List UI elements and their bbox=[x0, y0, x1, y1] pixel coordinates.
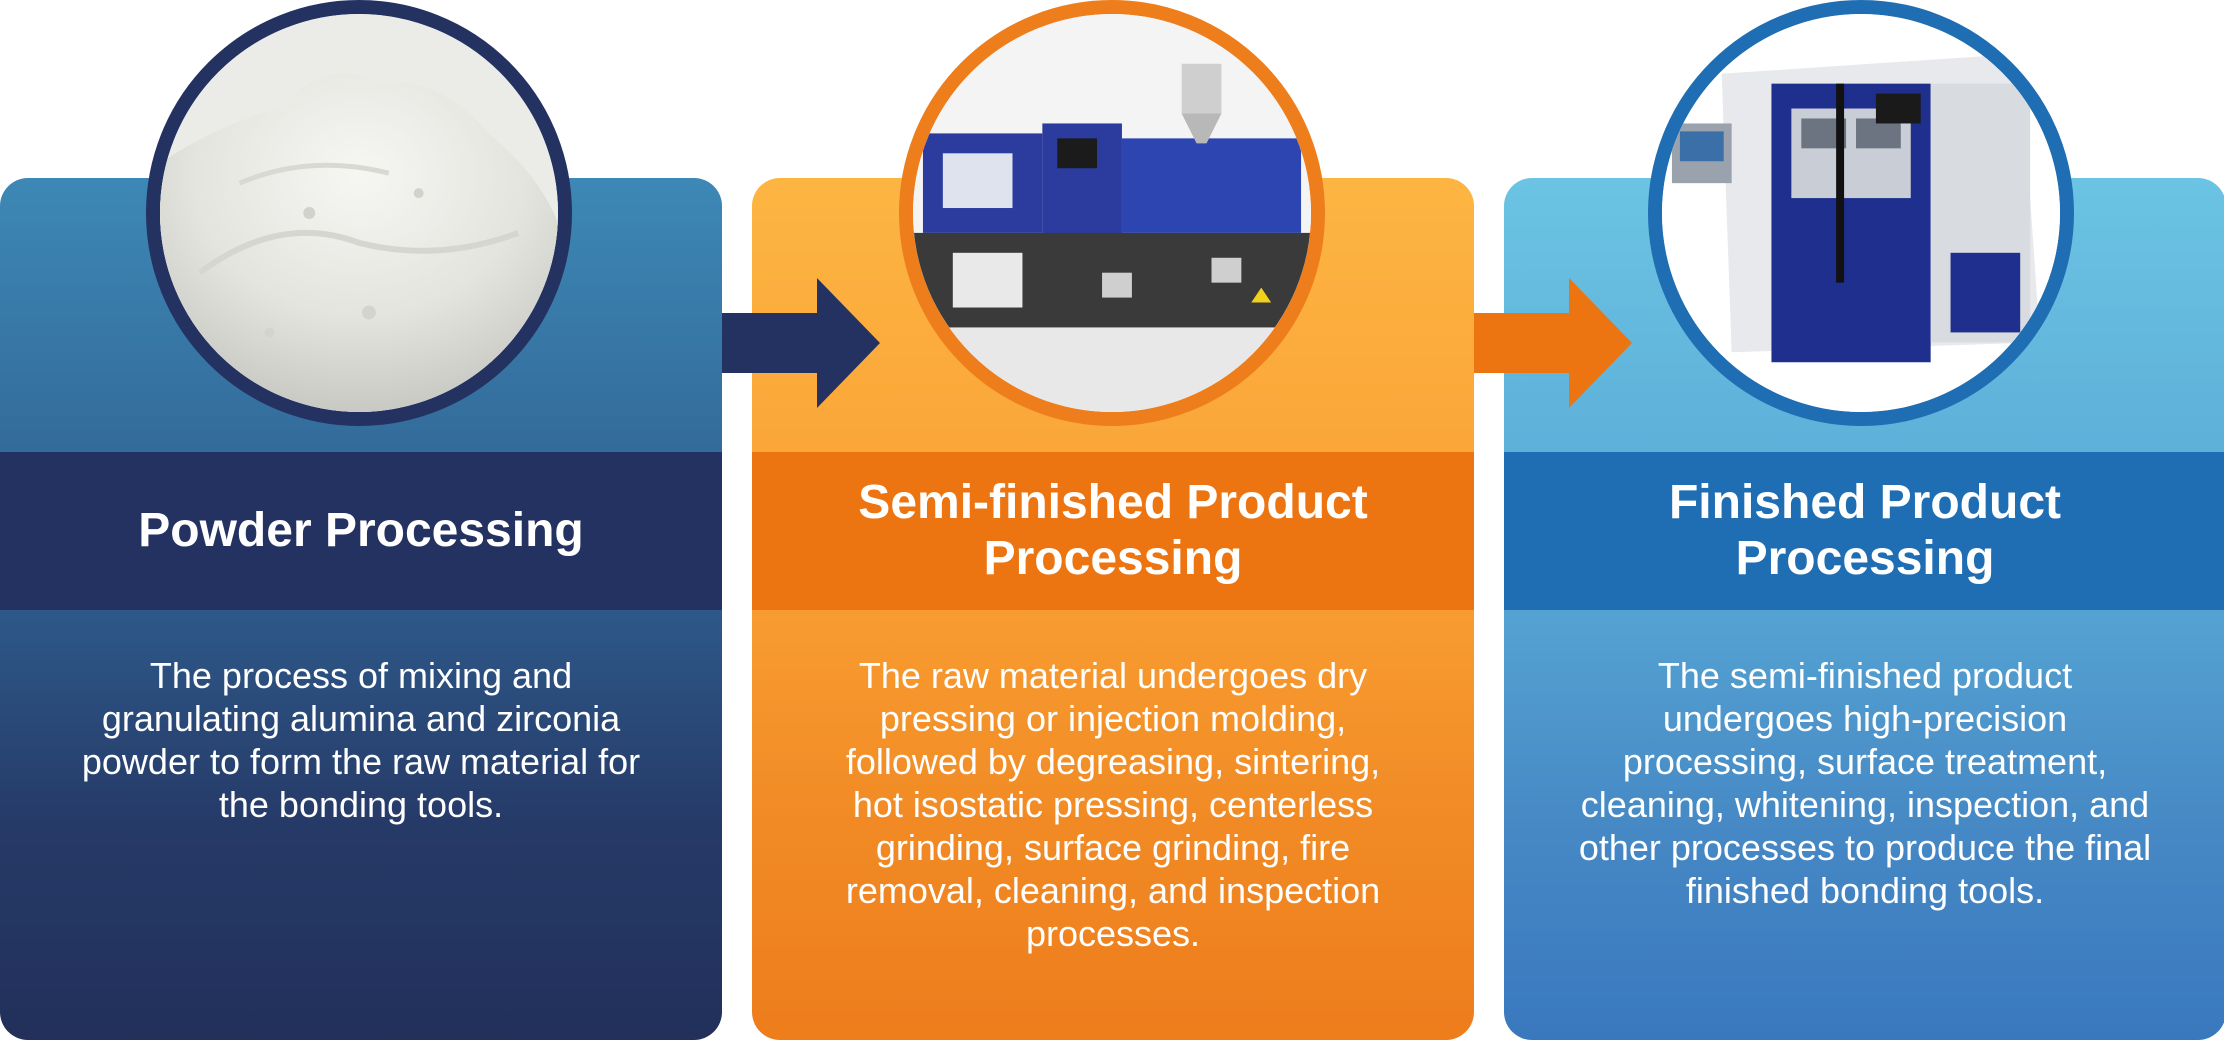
step-title: Finished Product Processing bbox=[1504, 452, 2224, 610]
cnc-machine-photo bbox=[1648, 0, 2074, 426]
arrow-right-icon bbox=[722, 278, 880, 408]
step-description: The semi-finished product undergoes high… bbox=[1578, 655, 2152, 911]
step-card-semi-finished: Semi-finished Product Processing The raw… bbox=[752, 178, 1474, 1040]
step-description: The raw material undergoes dry pressing … bbox=[845, 655, 1381, 954]
arrow-right-icon bbox=[1474, 278, 1632, 408]
step-card-finished: Finished Product Processing The semi-fin… bbox=[1504, 178, 2224, 1040]
injection-molding-machine-photo bbox=[899, 0, 1325, 426]
step-title: Semi-finished Product Processing bbox=[752, 452, 1474, 610]
step-title: Powder Processing bbox=[0, 452, 722, 610]
powder-pile-photo bbox=[146, 0, 572, 426]
step-description: The process of mixing and granulating al… bbox=[81, 655, 641, 825]
